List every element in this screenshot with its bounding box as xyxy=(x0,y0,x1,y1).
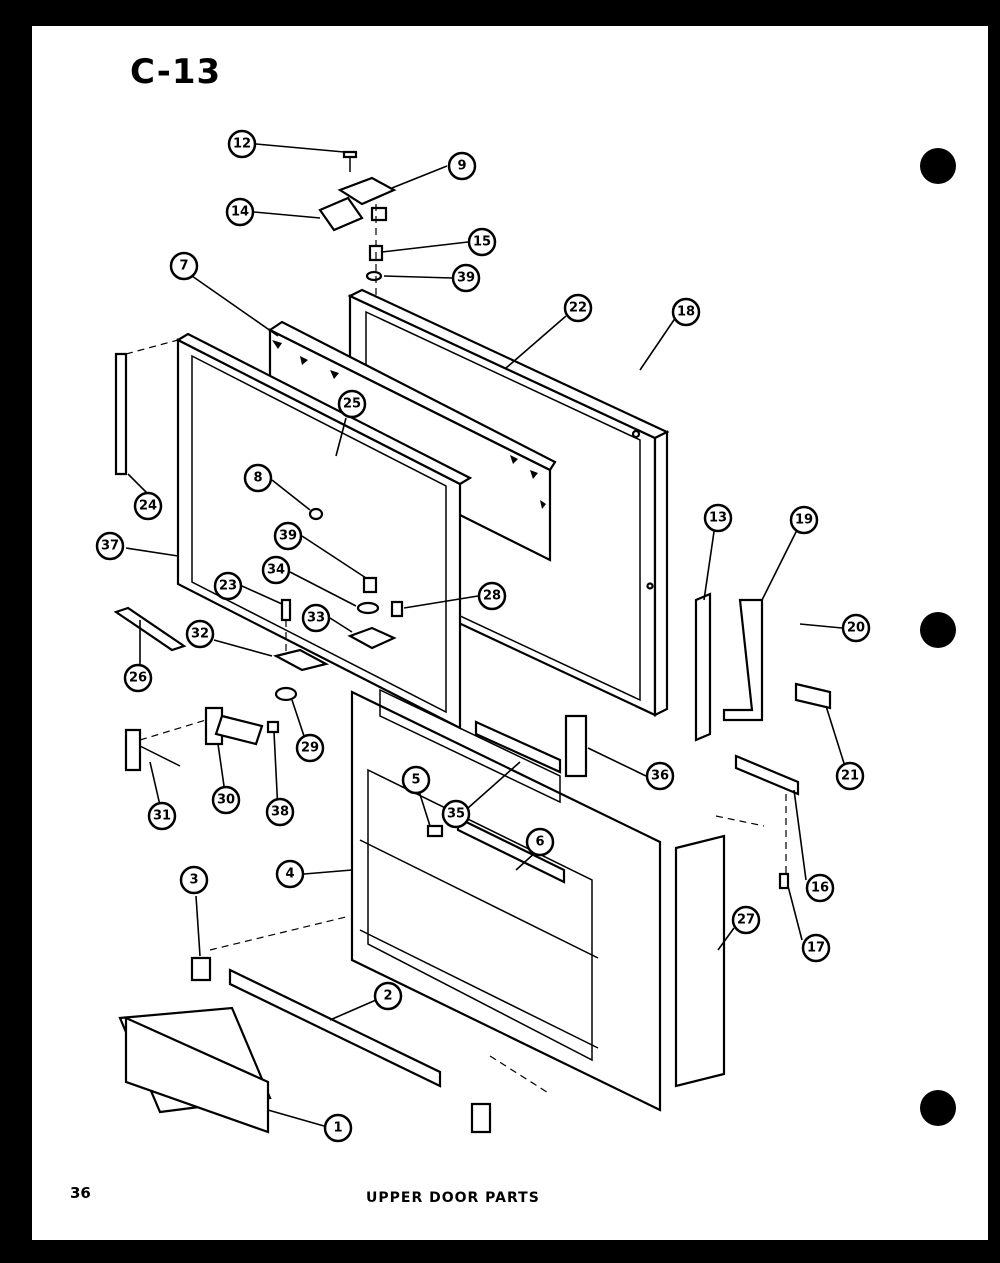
callout-18: 18 xyxy=(671,297,701,327)
svg-text:7: 7 xyxy=(179,259,188,274)
svg-text:17: 17 xyxy=(807,941,825,956)
svg-text:16: 16 xyxy=(811,881,829,896)
callout-13: 13 xyxy=(703,503,733,533)
callout-36: 36 xyxy=(645,761,675,791)
svg-text:34: 34 xyxy=(267,563,285,578)
svg-text:39: 39 xyxy=(457,271,475,286)
callout-15: 15 xyxy=(467,227,497,257)
svg-text:26: 26 xyxy=(129,671,147,686)
callout-16: 16 xyxy=(805,873,835,903)
svg-text:33: 33 xyxy=(307,611,325,626)
svg-text:37: 37 xyxy=(101,539,119,554)
door-hinge-lower xyxy=(124,686,298,772)
callout-9: 9 xyxy=(447,151,477,181)
callout-3: 3 xyxy=(179,865,209,895)
svg-text:25: 25 xyxy=(343,397,361,412)
callout-28: 28 xyxy=(477,581,507,611)
svg-text:36: 36 xyxy=(651,769,669,784)
callout-35: 35 xyxy=(441,799,471,829)
binder-hole-top xyxy=(920,148,956,184)
inner-door-liner xyxy=(350,688,662,1112)
svg-text:5: 5 xyxy=(411,773,420,788)
callout-22: 22 xyxy=(563,293,593,323)
svg-text:24: 24 xyxy=(139,499,157,514)
svg-text:19: 19 xyxy=(795,513,813,528)
svg-text:2: 2 xyxy=(383,989,392,1004)
callout-39-middle: 39 xyxy=(273,521,303,551)
svg-text:9: 9 xyxy=(457,159,466,174)
svg-text:8: 8 xyxy=(253,471,262,486)
callout-8: 8 xyxy=(243,463,273,493)
callout-24: 24 xyxy=(133,491,163,521)
svg-text:3: 3 xyxy=(189,873,198,888)
svg-text:30: 30 xyxy=(217,793,235,808)
binder-hole-middle xyxy=(920,612,956,648)
callout-29: 29 xyxy=(295,733,325,763)
right-side-parts xyxy=(674,592,832,1088)
svg-text:15: 15 xyxy=(473,235,491,250)
svg-text:12: 12 xyxy=(233,137,251,152)
svg-text:27: 27 xyxy=(737,913,755,928)
top-hinge-assembly xyxy=(318,150,397,296)
callout-27: 27 xyxy=(731,905,761,935)
page-code: C-13 xyxy=(130,52,222,92)
callout-31: 31 xyxy=(147,801,177,831)
callout-20: 20 xyxy=(841,613,871,643)
callout-17: 17 xyxy=(801,933,831,963)
svg-text:29: 29 xyxy=(301,741,319,756)
callout-26: 26 xyxy=(123,663,153,693)
svg-text:22: 22 xyxy=(569,301,587,316)
callout-2: 2 xyxy=(373,981,403,1011)
callout-34: 34 xyxy=(261,555,291,585)
callout-21: 21 xyxy=(835,761,865,791)
callout-12: 12 xyxy=(227,129,257,159)
svg-text:32: 32 xyxy=(191,627,209,642)
callout-5: 5 xyxy=(401,765,431,795)
callout-14: 14 xyxy=(225,197,255,227)
svg-text:4: 4 xyxy=(285,867,294,882)
callout-39-top: 39 xyxy=(451,263,481,293)
bottom-parts xyxy=(118,915,551,1134)
callout-4: 4 xyxy=(275,859,305,889)
callout-25: 25 xyxy=(337,389,367,419)
svg-text:21: 21 xyxy=(841,769,859,784)
callout-23: 23 xyxy=(213,571,243,601)
svg-text:39: 39 xyxy=(279,529,297,544)
svg-text:35: 35 xyxy=(447,807,465,822)
svg-text:20: 20 xyxy=(847,621,865,636)
svg-text:31: 31 xyxy=(153,809,171,824)
svg-text:23: 23 xyxy=(219,579,237,594)
svg-text:13: 13 xyxy=(709,511,727,526)
callout-33: 33 xyxy=(301,603,331,633)
callout-19: 19 xyxy=(789,505,819,535)
callout-1: 1 xyxy=(323,1113,353,1143)
callout-6: 6 xyxy=(525,827,555,857)
callout-30: 30 xyxy=(211,785,241,815)
callout-32: 32 xyxy=(185,619,215,649)
svg-text:18: 18 xyxy=(677,305,695,320)
svg-text:38: 38 xyxy=(271,805,289,820)
callout-38: 38 xyxy=(265,797,295,827)
callout-7: 7 xyxy=(169,251,199,281)
callout-37: 37 xyxy=(95,531,125,561)
page-caption: UPPER DOOR PARTS xyxy=(366,1190,540,1206)
page-number: 36 xyxy=(70,1184,91,1202)
svg-text:28: 28 xyxy=(483,589,501,604)
svg-text:1: 1 xyxy=(333,1121,342,1136)
svg-text:14: 14 xyxy=(231,205,249,220)
binder-hole-bottom xyxy=(920,1090,956,1126)
svg-text:6: 6 xyxy=(535,835,544,850)
door-hardware-middle xyxy=(113,339,404,672)
